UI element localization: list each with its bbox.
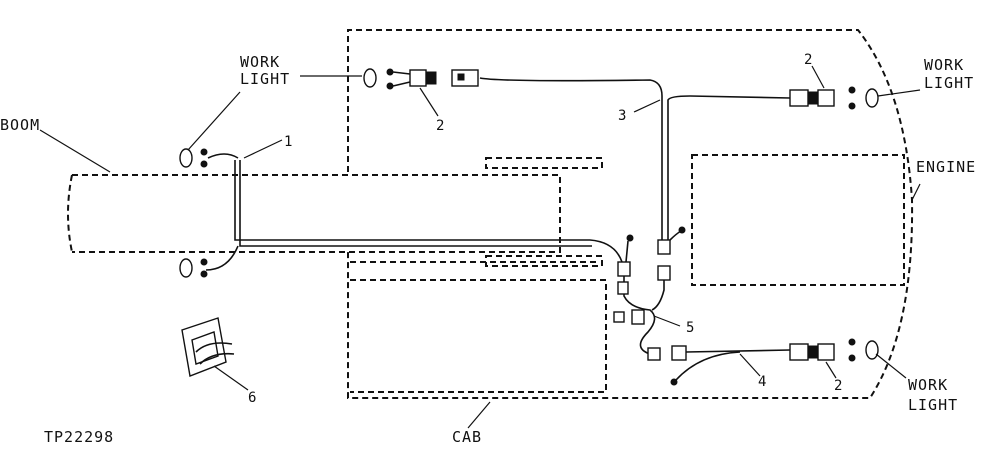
leader-5 bbox=[653, 315, 681, 327]
machine-outline bbox=[347, 29, 914, 399]
label-cab: CAB bbox=[452, 428, 482, 446]
work-light-right-top bbox=[789, 86, 879, 110]
harness-4-wire bbox=[685, 349, 791, 353]
label-figure-id: TP22298 bbox=[44, 428, 114, 446]
leader-work-light-right-bottom bbox=[875, 353, 907, 379]
boom-work-light-top bbox=[179, 148, 208, 168]
boom-bracket-bottom bbox=[350, 255, 603, 267]
harness-2-left-wire bbox=[479, 77, 663, 240]
harness-1-wire bbox=[234, 160, 623, 263]
label-work-right-bottom-2: LIGHT bbox=[908, 396, 958, 414]
boom-bracket-top bbox=[485, 157, 603, 169]
harness-3-wire bbox=[667, 95, 791, 240]
leader-2-right-top bbox=[811, 65, 825, 89]
part-6-switch bbox=[181, 317, 235, 377]
leader-work-light-right-top bbox=[877, 89, 921, 97]
label-boom: BOOM bbox=[0, 116, 40, 134]
label-work-left-1: WORK bbox=[240, 53, 280, 71]
leader-engine bbox=[911, 183, 921, 201]
work-light-right-bottom bbox=[789, 338, 879, 362]
callout-1: 1 bbox=[284, 134, 292, 150]
callout-2-right-top: 2 bbox=[804, 52, 812, 68]
leader-6 bbox=[213, 365, 249, 391]
label-work-right-bottom-1: WORK bbox=[908, 376, 948, 394]
boom-work-light-bottom bbox=[179, 258, 208, 278]
leader-boom bbox=[39, 129, 111, 173]
leader-3 bbox=[633, 99, 661, 113]
cab-outline bbox=[350, 279, 607, 393]
inline-connectors bbox=[613, 226, 687, 386]
label-work-right-top-2: LIGHT bbox=[924, 74, 974, 92]
leader-1 bbox=[243, 139, 283, 159]
harness-1-top-branch bbox=[207, 153, 239, 159]
label-work-left-2: LIGHT bbox=[240, 70, 290, 88]
leader-cab bbox=[467, 401, 491, 429]
leader-work-light-boom bbox=[187, 91, 241, 151]
callout-2-right-bottom: 2 bbox=[834, 378, 842, 394]
callout-4: 4 bbox=[758, 374, 766, 390]
boom-outline bbox=[67, 174, 561, 253]
callout-5: 5 bbox=[686, 320, 694, 336]
label-engine: ENGINE bbox=[916, 158, 976, 176]
leader-4 bbox=[739, 353, 761, 377]
callout-2-left: 2 bbox=[436, 118, 444, 134]
harness-5-wire bbox=[623, 262, 656, 355]
callout-3: 3 bbox=[618, 108, 626, 124]
callout-6: 6 bbox=[248, 390, 256, 406]
harness-1-wire-b bbox=[239, 160, 592, 247]
leader-2-left bbox=[419, 87, 439, 117]
label-work-right-top-1: WORK bbox=[924, 56, 964, 74]
harness-1-bottom-branch bbox=[205, 245, 239, 271]
leader-2-right-bottom bbox=[825, 361, 837, 379]
harness-5-wire-b bbox=[651, 270, 665, 311]
work-light-cab-left bbox=[363, 68, 479, 90]
engine-outline bbox=[691, 154, 905, 286]
harness-4-branch bbox=[675, 351, 741, 381]
